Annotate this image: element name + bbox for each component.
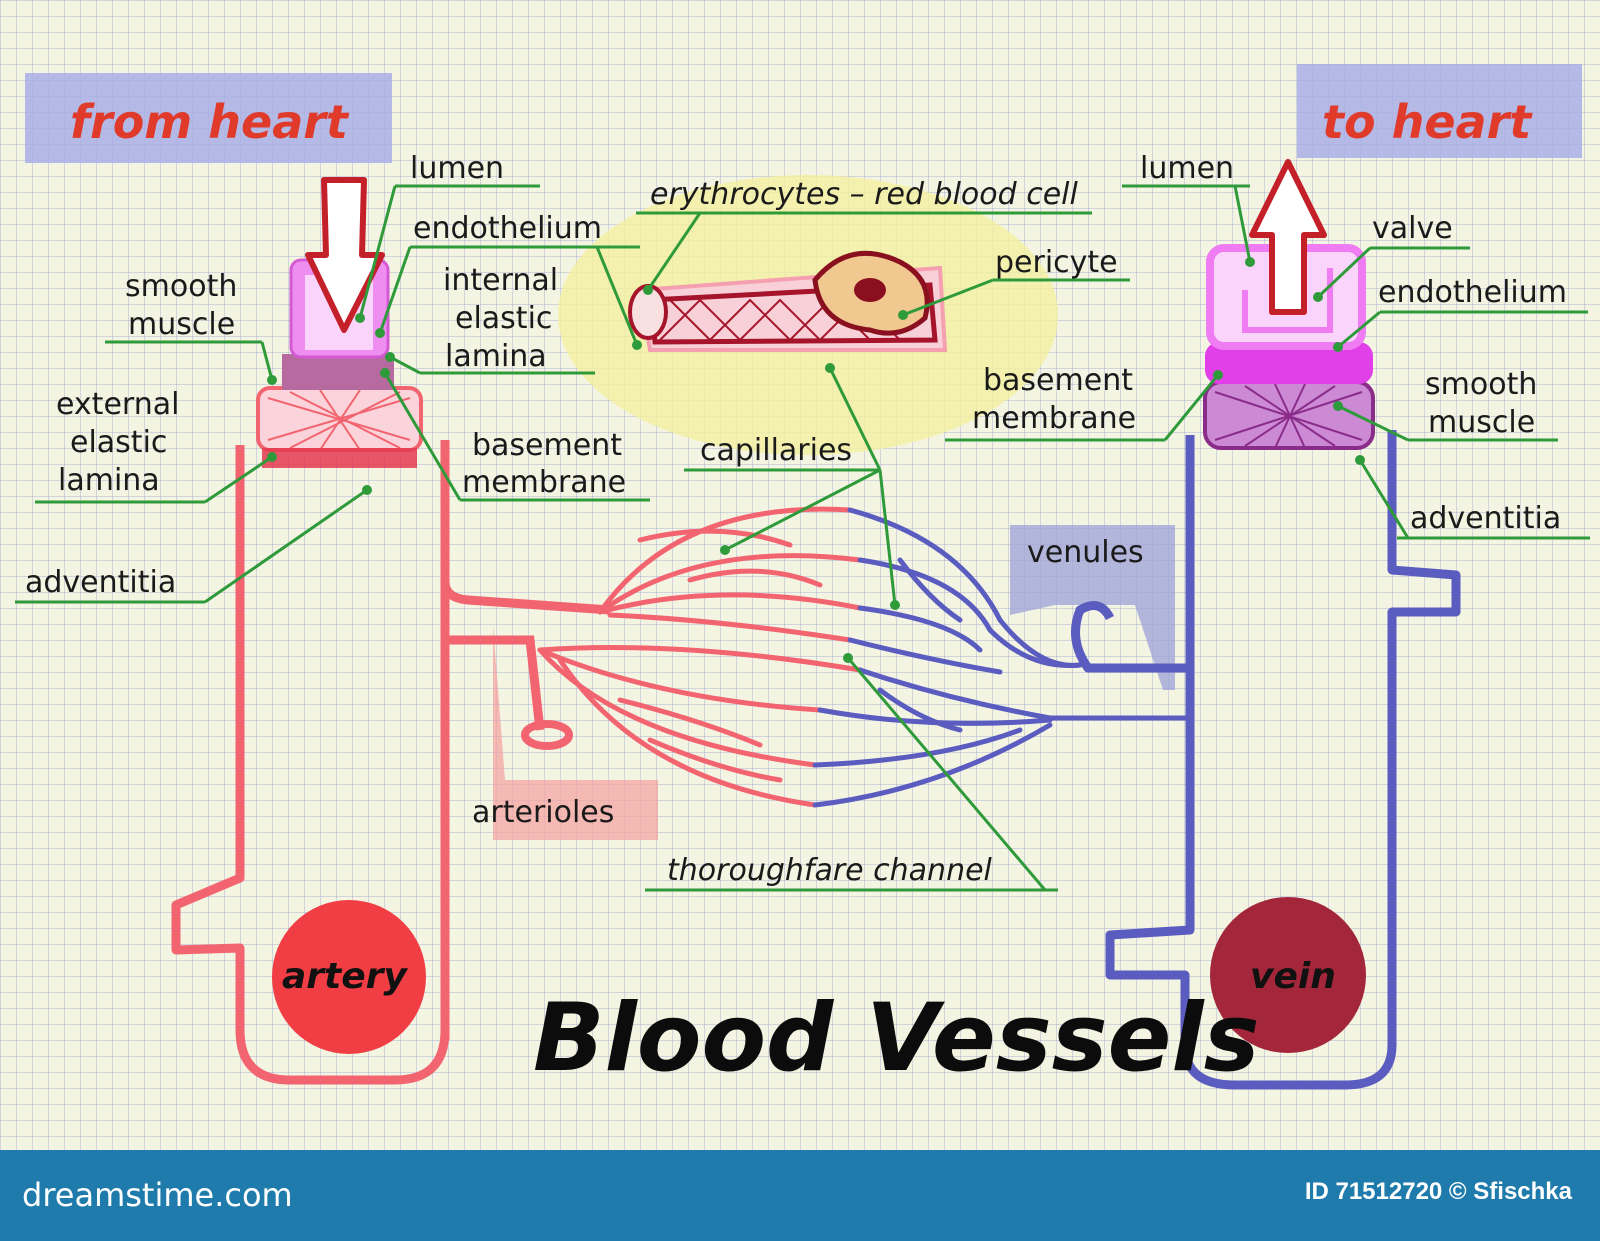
from-heart-heading: from heart [70,95,350,149]
vein-smooth-muscle-label-1: smooth [1425,367,1537,402]
internal-elastic-label-3: lamina [445,339,547,374]
venules-callout [1010,525,1175,690]
image-id-credit: ID 71512720 © Sfischka [1304,1178,1572,1205]
internal-elastic-lamina-layer [282,354,394,390]
external-elastic-label-3: lamina [58,463,160,498]
vein-basement-label-2: membrane [972,401,1136,436]
vein-endothelium-label: endothelium [1378,275,1567,310]
brand-logo[interactable]: dreamstime.com [22,1176,293,1214]
vein-basement-label-1: basement [983,363,1133,398]
arrow-up-icon [1249,159,1327,315]
vein-basement-membrane-layer [1205,342,1373,384]
artery-endothelium-label: endothelium [413,211,602,246]
external-elastic-lamina-layer [262,448,417,468]
artery-basement-label-1: basement [472,428,622,463]
diagram-title: Blood Vessels [533,984,1260,1093]
arterioles-label: arterioles [472,795,614,830]
pericyte-label: pericyte [995,245,1118,280]
artery-adventitia-label: adventitia [25,565,176,600]
arrow-down-icon [305,177,385,333]
capillaries-label: capillaries [700,433,852,468]
leader-lines [15,184,1590,892]
external-elastic-label-1: external [56,387,179,422]
vein-adventitia-label: adventitia [1410,501,1561,536]
to-heart-heading: to heart [1322,95,1533,149]
internal-elastic-label-2: elastic [455,301,552,336]
erythrocytes-label: erythrocytes – red blood cell [650,177,1079,212]
vein-valve [1242,268,1333,333]
artery-smooth-muscle-label-1: smooth [125,269,237,304]
capillary-network [537,506,1189,808]
from-heart-box [25,73,392,163]
thoroughfare-channel-label: thoroughfare channel [667,853,993,888]
arterioles-callout [493,625,658,840]
blood-vessels-diagram: from heart to heart [15,64,1590,1093]
to-heart-box [1297,64,1582,158]
valve-label: valve [1372,211,1453,246]
artery-lumen-label: lumen [410,151,504,186]
venules-label: venules [1027,535,1144,570]
vein-lumen-label: lumen [1140,151,1234,186]
artery-smooth-muscle-label-2: muscle [128,307,235,342]
diagram-canvas: from heart to heart [0,0,1600,1150]
stock-footer: dreamstime.com ID 71512720 © Sfischka [0,1150,1600,1241]
internal-elastic-label-1: internal [443,263,558,298]
artery-vessel [171,177,611,1085]
artery-basement-label-2: membrane [462,465,626,500]
vein-label: vein [1250,956,1336,997]
vein-smooth-muscle-label-2: muscle [1428,405,1535,440]
artery-circle [272,900,426,1054]
artery-label: artery [282,956,408,997]
vein-vessel [1071,159,1461,1090]
vein-circle [1210,897,1366,1053]
external-elastic-label-2: elastic [70,425,167,460]
